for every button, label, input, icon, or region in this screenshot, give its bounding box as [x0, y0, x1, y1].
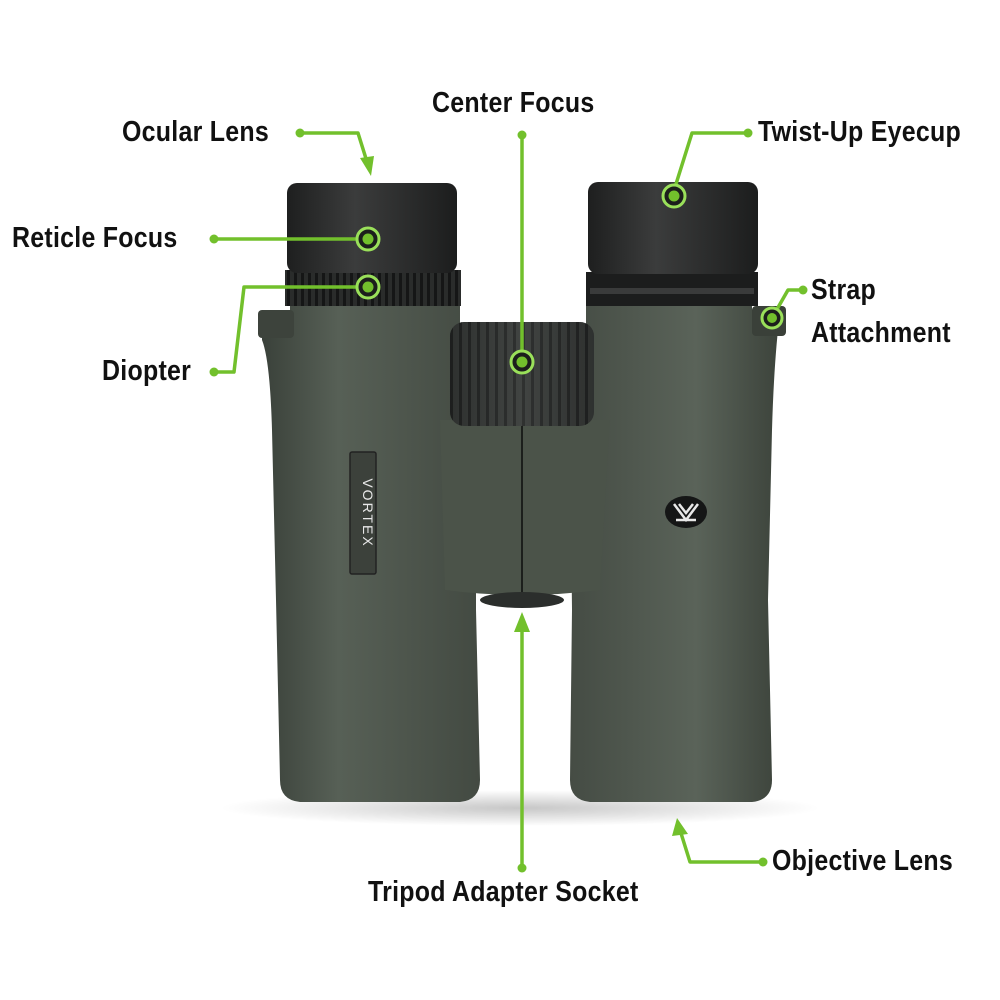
label-strap-attachment-line1: Strap	[811, 274, 877, 306]
label-diopter: Diopter	[102, 355, 192, 387]
label-ocular-lens: Ocular Lens	[122, 116, 269, 148]
right-eyecup	[588, 182, 758, 274]
callout-ocular-lens	[298, 131, 370, 167]
callout-lines	[212, 131, 805, 870]
callout-targets	[355, 183, 784, 375]
callout-arrowheads	[360, 156, 688, 836]
vortex-brand-text: VORTEX	[360, 478, 376, 547]
target-center-focus	[509, 349, 535, 375]
target-reticle-focus	[355, 226, 381, 252]
target-twist-up-eyecup	[661, 183, 687, 209]
arrow-tripod	[514, 612, 530, 632]
right-barrel	[570, 182, 786, 802]
arrow-ocular-lens	[360, 156, 374, 176]
label-objective-lens: Objective Lens	[772, 845, 954, 877]
callout-diopter	[212, 285, 359, 374]
label-center-focus: Center Focus	[432, 87, 595, 119]
target-diopter	[355, 274, 381, 300]
tripod-socket-cap	[480, 592, 564, 608]
callout-strap-attachment	[774, 288, 805, 313]
arrow-objective	[672, 818, 688, 836]
label-reticle-focus: Reticle Focus	[12, 222, 178, 254]
callout-objective-lens	[678, 828, 765, 864]
callout-twist-up-eyecup	[674, 131, 750, 186]
target-strap-attachment	[760, 306, 784, 330]
label-strap-attachment-line2: Attachment	[811, 317, 951, 349]
vortex-badge	[349, 451, 377, 575]
label-tripod-adapter-socket: Tripod Adapter Socket	[368, 876, 639, 908]
left-strap-lug	[258, 310, 294, 338]
left-barrel: VORTEX	[258, 183, 480, 802]
label-twist-up-eyecup: Twist-Up Eyecup	[758, 116, 961, 148]
callout-endpoints	[209, 128, 808, 873]
